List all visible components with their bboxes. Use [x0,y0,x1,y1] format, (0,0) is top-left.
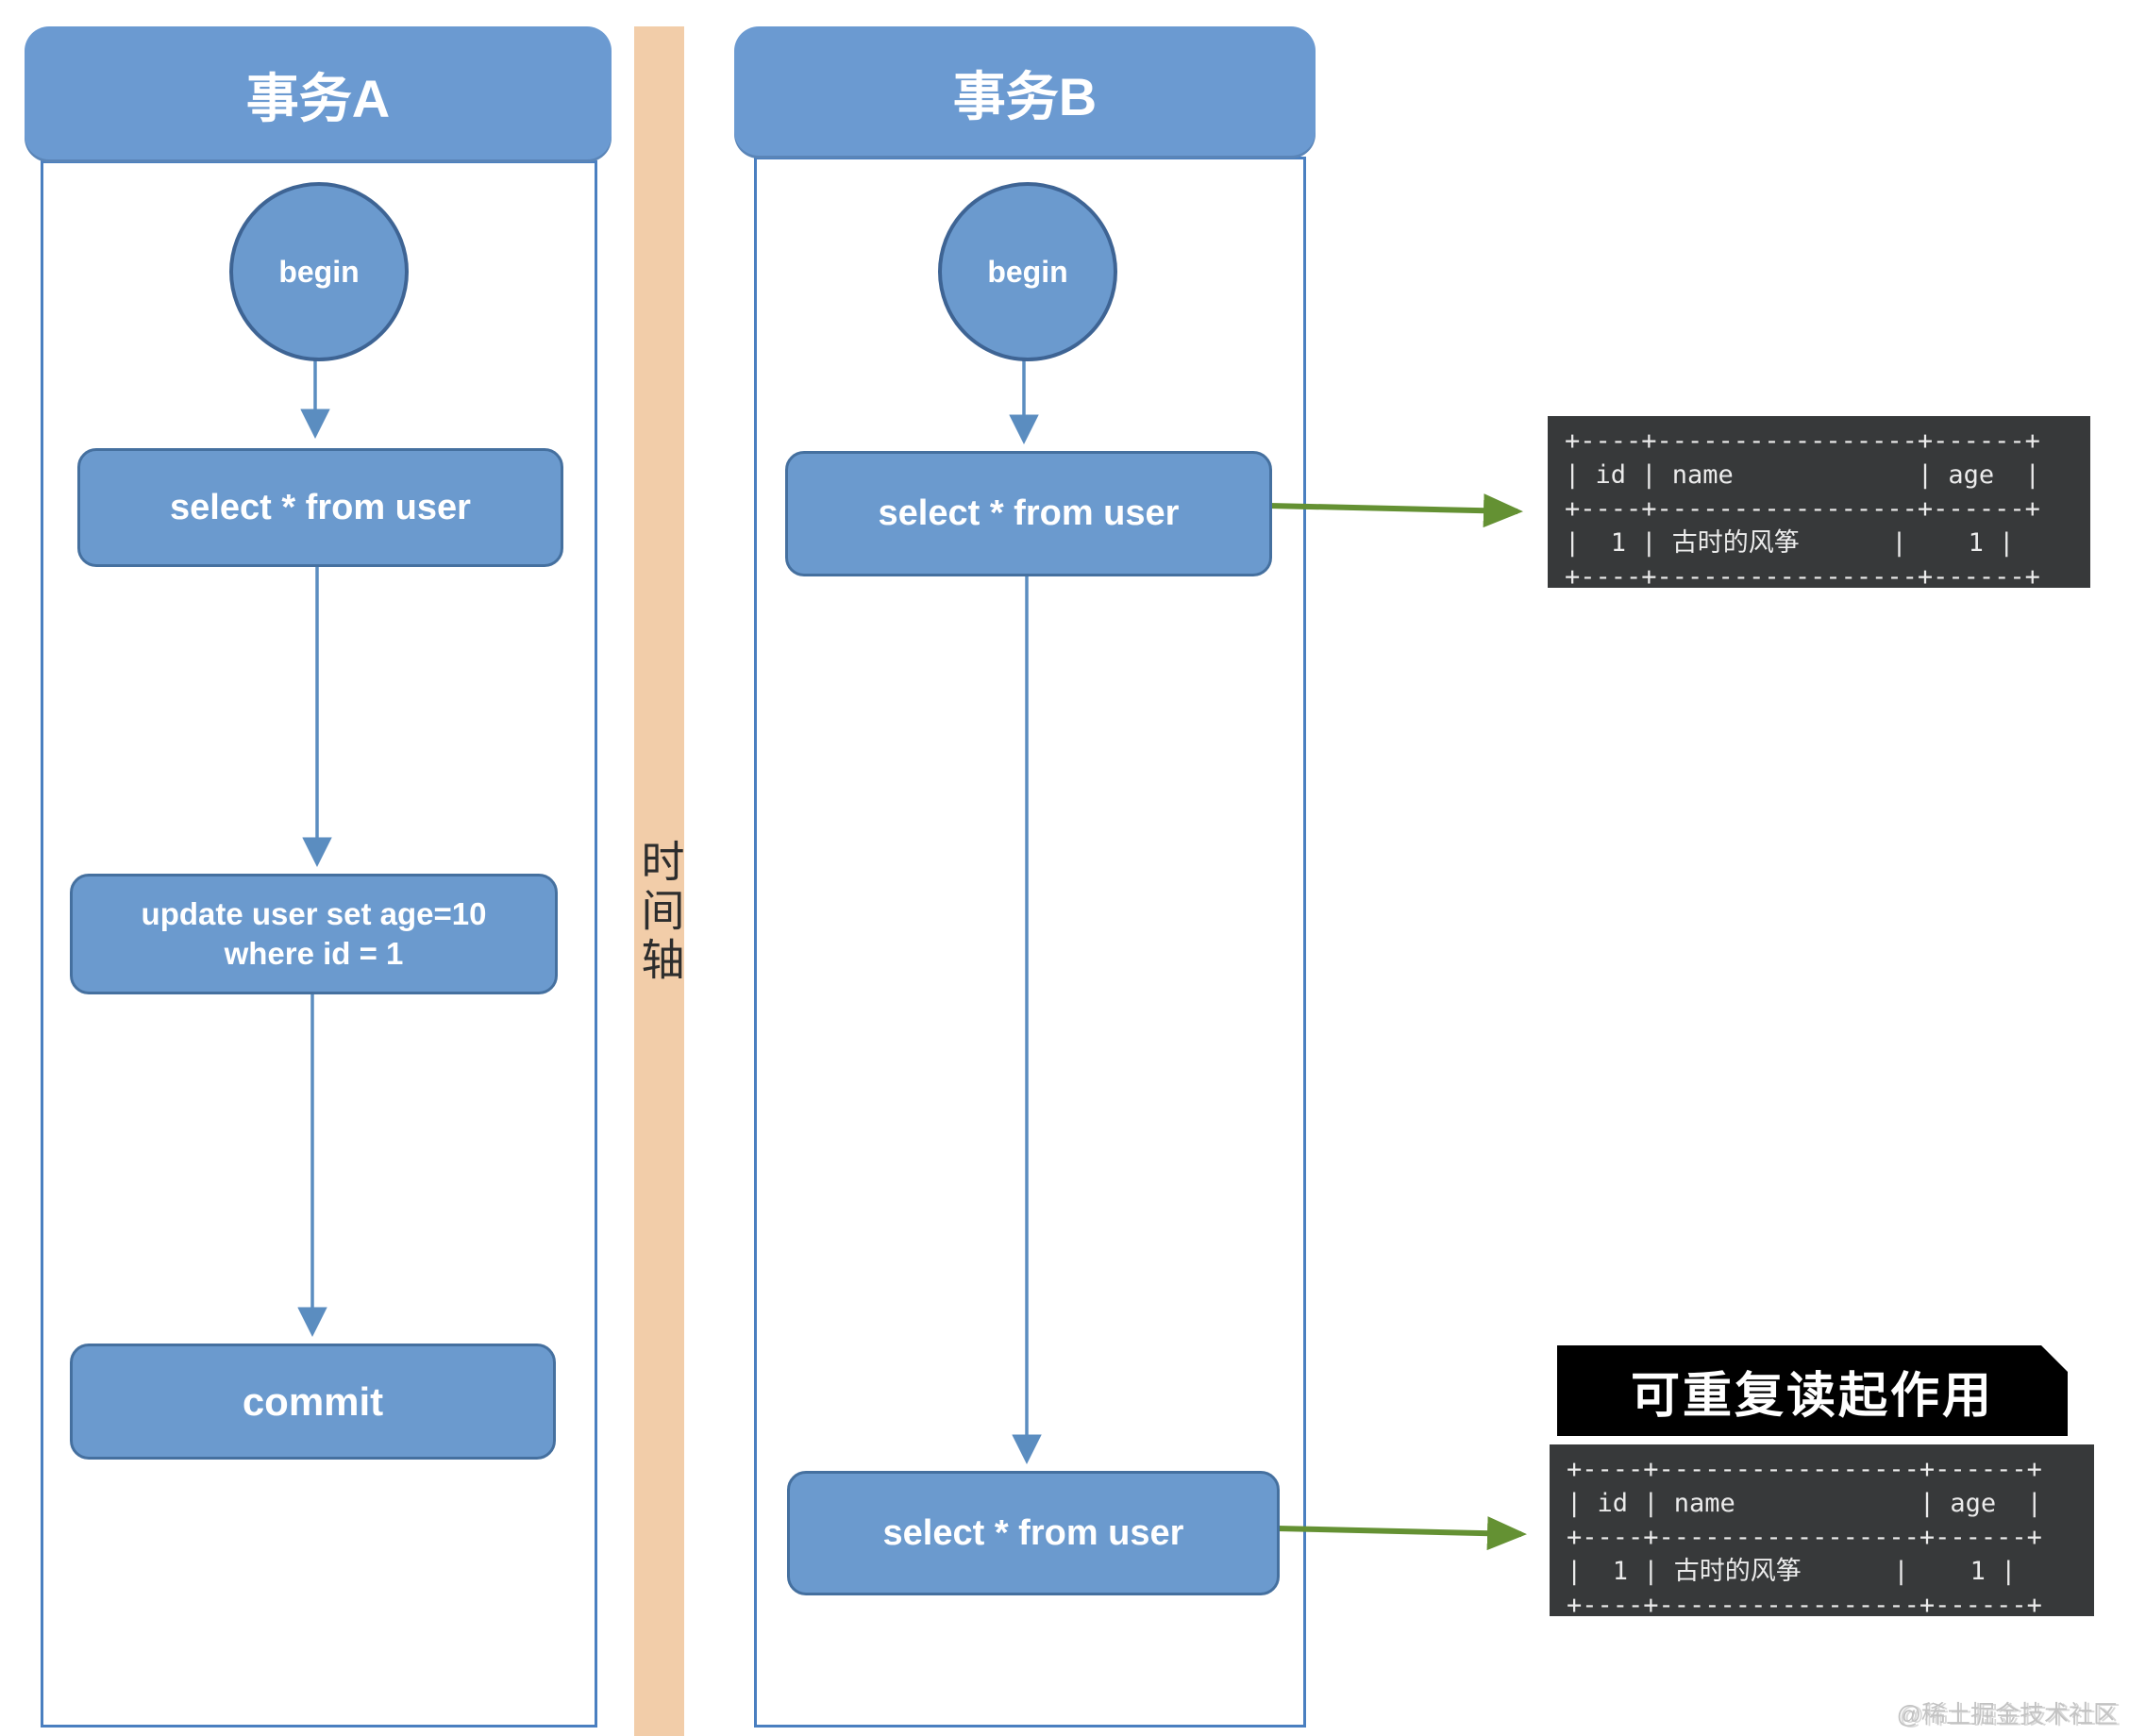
transaction-b-select-box-second: select * from user [787,1471,1280,1595]
query-result-table-second: +----+-----------------+------+ | id | n… [1550,1444,2094,1620]
update-sql-line2: where id = 1 [224,936,404,971]
timeline-strip [634,26,684,1736]
watermark: @稀土掘金技术社区 [1896,1700,2118,1728]
query-result-table-first: +----+-----------------+------+ | id | n… [1548,416,2090,592]
update-sql-line1: update user set age=10 [141,896,487,931]
transaction-a-select-box: select * from user [77,448,563,567]
transaction-b-select-box-first: select * from user [785,451,1272,576]
arrow-b-select1-to-result [1268,493,1523,528]
transaction-a-commit-box: commit [70,1344,556,1460]
repeatable-read-annotation: 可重复读起作用 [1557,1345,2068,1436]
transaction-a-header: 事务A [25,26,612,162]
arrow-b-select2-to-result [1276,1516,1527,1551]
transaction-b-begin-node: begin [938,182,1117,361]
transaction-a-update-box: update user set age=10 where id = 1 [70,874,558,994]
transaction-b-header: 事务B [734,26,1316,159]
transaction-a-begin-node: begin [229,182,409,361]
timeline-label: 时间轴 [635,839,684,986]
